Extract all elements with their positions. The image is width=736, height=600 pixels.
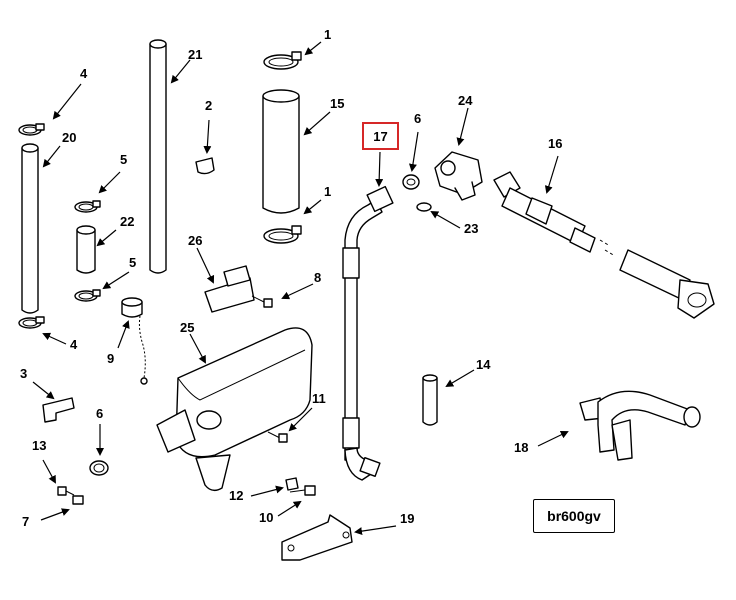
nut-part-12[interactable] [285,477,299,491]
sleeve-part-15[interactable] [262,89,300,214]
callout-21: 21 [188,47,202,62]
bolt-part-10[interactable] [289,485,316,496]
tube-part-22[interactable] [76,225,96,274]
callout-13: 13 [32,438,46,453]
callout-1-bottom: 1 [324,184,331,199]
callout-24: 24 [458,93,473,108]
cap-part-9[interactable] [121,297,148,385]
callout-7: 7 [22,514,29,529]
clamp-part-1-top[interactable] [263,51,302,70]
bracket-part-19[interactable] [281,514,353,561]
callout-20: 20 [62,130,76,145]
clamp-part-4-top[interactable] [18,123,45,136]
nut-part-7[interactable] [72,495,84,505]
hose-part-16[interactable] [493,171,715,319]
callout-5-bottom: 5 [129,255,136,270]
sleeve-part-14[interactable] [422,374,438,426]
callout-15: 15 [330,96,344,111]
bolt-part-8[interactable] [251,295,273,308]
callout-14: 14 [476,357,491,372]
clamp-part-4-bottom[interactable] [18,316,45,329]
tube-part-20[interactable] [21,143,39,314]
callout-labels: 1 1 2 3 4 4 5 5 6 6 7 8 9 10 11 12 13 14… [20,27,562,529]
callout-18: 18 [514,440,528,455]
oring-part-23[interactable] [416,202,432,212]
callout-3: 3 [20,366,27,381]
callout-25: 25 [180,320,194,335]
callout-6-right: 6 [414,111,421,126]
bracket-part-26[interactable] [204,265,255,313]
callout-4-bottom: 4 [70,337,78,352]
callout-6-left: 6 [96,406,103,421]
callout-5-top: 5 [120,152,127,167]
callout-26: 26 [188,233,202,248]
leader-lines [32,41,569,536]
bracket-part-3[interactable] [42,397,75,423]
tube-part-21[interactable] [149,39,167,274]
callout-4-top: 4 [80,66,88,81]
callout-22: 22 [120,214,134,229]
callout-2: 2 [205,98,212,113]
pipe-part-18[interactable] [579,390,701,461]
callout-9: 9 [107,351,114,366]
callout-8: 8 [314,270,321,285]
clamp-part-1-bottom[interactable] [263,225,302,244]
oring-part-6-left[interactable] [89,460,109,476]
callout-12: 12 [229,488,243,503]
bolt-part-11[interactable] [267,431,288,443]
diagram-reference-code: br600gv [533,499,615,533]
callout-1-top: 1 [324,27,331,42]
callout-11: 11 [312,391,326,406]
callout-19: 19 [400,511,414,526]
muffler-part-25[interactable] [156,327,313,492]
highlighted-callout-17[interactable]: 17 [362,122,399,150]
callout-16: 16 [548,136,562,151]
screw-part-13[interactable] [57,486,75,496]
fitting-part-24[interactable] [434,151,483,201]
bracket-part-2[interactable] [195,157,215,175]
clamp-part-5-bottom[interactable] [74,289,101,302]
callout-10: 10 [259,510,273,525]
oring-part-6-right[interactable] [402,174,420,190]
clamp-part-5-top[interactable] [74,200,101,213]
callout-23: 23 [464,221,478,236]
hose-part-17[interactable] [342,185,394,481]
